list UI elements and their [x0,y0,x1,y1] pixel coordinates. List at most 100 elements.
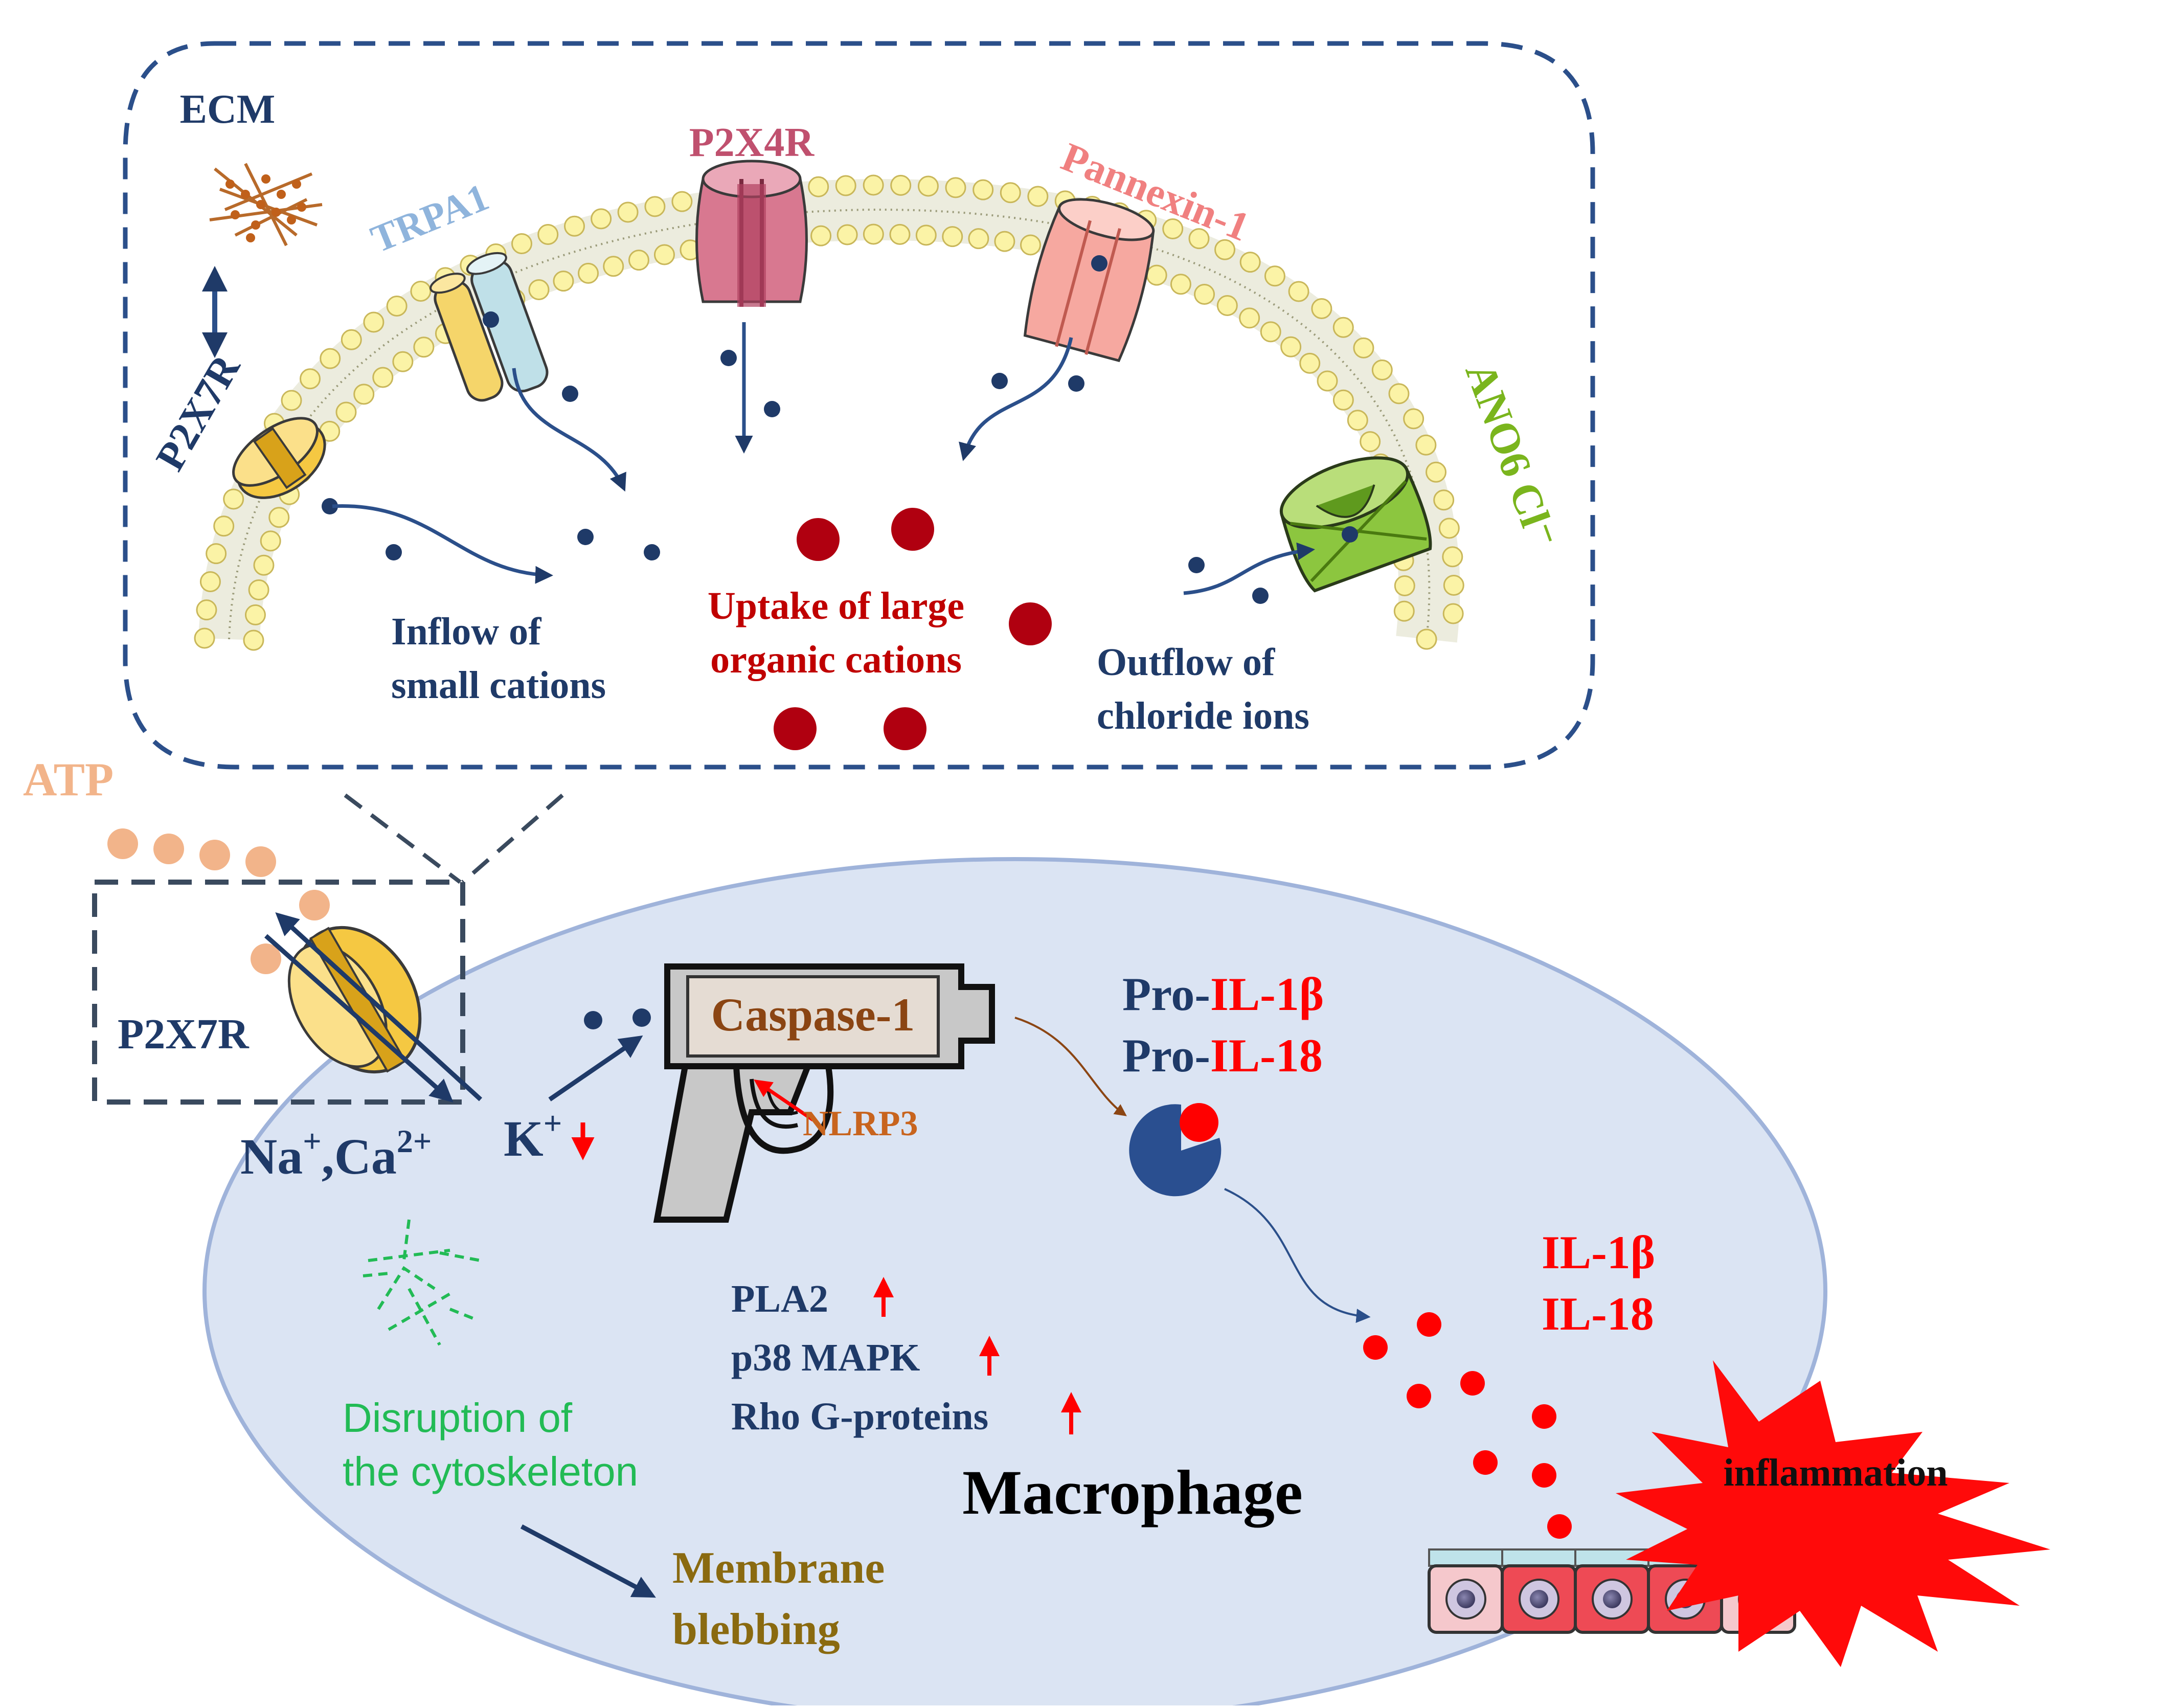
lipid-head [1280,336,1302,357]
ion-dot [991,373,1008,389]
lipid-head [353,384,375,405]
ion-dot [1342,526,1358,543]
inflammation-burst-icon [1616,1360,2050,1667]
rho-label: Rho G-proteins [731,1395,988,1438]
ecm-fibers-icon [209,163,323,246]
lipid-head [300,368,321,390]
lipid-head [1415,434,1437,456]
lipid-head [628,250,649,271]
atp-entry-arrow [275,912,483,1102]
cytokine-dot [1407,1384,1431,1408]
lipid-head [973,179,994,200]
lipid-head [1239,307,1260,329]
atp-dot [199,840,230,870]
lipid-head [1000,182,1021,204]
na-text: Na [240,1128,303,1185]
cytokine-dot [1417,1312,1441,1337]
lipid-head [1216,295,1238,316]
ecm-label: ECM [180,87,276,132]
secretion-arrow [1224,1188,1371,1323]
p2x7r-main-label: P2X7R [118,1010,250,1058]
lipid-head [1288,281,1309,302]
ion-dot [632,1008,651,1027]
lipid-head [196,599,217,621]
uptake-label-line2: organic cations [710,638,962,681]
lipid-head [578,262,599,284]
lipid-head [835,175,856,196]
ion-dot [1252,588,1269,604]
lipid-head [537,223,559,245]
lipid-head [1146,264,1167,286]
lipid-head [564,215,585,237]
lipid-head [511,233,532,254]
uptake-label-line1: Uptake of large [708,585,964,627]
lipid-head [386,295,408,317]
lipid-head [206,543,227,565]
atp-dot [107,828,138,859]
atp-label: ATP [23,753,114,805]
cytokine-dot [1532,1463,1556,1488]
cytokine-dot [1532,1404,1556,1429]
lipid-head [1170,274,1191,295]
lipid-head [1311,298,1332,320]
k-to-caspase-arrow [548,1035,643,1102]
lipid-head [1394,575,1415,597]
lipid-head [1371,359,1393,381]
pro-il1b-label: Pro-IL-1β [1122,968,1324,1020]
nucleolus [1457,1590,1475,1608]
lipid-head [1188,228,1210,250]
lipid-head [194,627,215,649]
lipid-head [994,231,1015,252]
k-superscript: + [544,1105,562,1141]
epithelial-cell [1574,1548,1650,1634]
lipid-head [836,224,858,245]
lipid-head [1393,600,1415,622]
lipid-head [1162,218,1184,239]
p2x4r-channel [695,160,808,307]
nlrp3-label: NLRP3 [803,1104,918,1143]
lipid-head [1442,603,1464,624]
lipid-head [413,336,435,358]
lipid-head [1438,518,1460,539]
cytokine-dot [1473,1450,1498,1475]
cleaved-protein-icon [1129,1104,1222,1197]
lipid-head [1360,431,1381,453]
lipid-head [1214,239,1236,260]
lipid-head [591,208,612,230]
lipid-head [268,507,290,528]
lipid-head [890,174,912,196]
p2x7r-highlight-box [92,880,465,1105]
lipid-head [603,256,624,277]
outflow-label-line1: Outflow of [1097,641,1276,684]
p2x7r-top-label: P2X7R [147,347,249,478]
lipid-head [1260,321,1281,343]
outflow-label-line2: chloride ions [1097,694,1309,737]
caspase-cleavage-arrow [1014,1017,1127,1116]
lipid-head [1194,283,1215,305]
il1b-text: IL-1β [1210,968,1324,1020]
lipid-head [863,174,884,196]
nucleolus [1603,1590,1621,1608]
lipid-head [1426,461,1447,483]
lipid-head [199,571,221,592]
cytokine-dot [1547,1514,1572,1539]
lipid-head [1317,370,1338,392]
lipid-head [1353,337,1374,358]
pro-prefix: Pro- [1122,1029,1210,1082]
lipid-head [917,175,939,197]
lipid-head [617,201,639,223]
ca-text: ,Ca [322,1128,397,1185]
atp-dot [251,943,281,974]
lipid-head [392,351,414,372]
p2x4r-label: P2X4R [689,120,815,165]
mature-cytokine-dot [1180,1103,1218,1142]
disruption-label-line2: the cytoskeleton [343,1449,638,1494]
uptake-arrow-pannexin [959,337,1073,461]
atp-dot [153,834,184,864]
lipid-head [945,177,966,198]
k-text: K [504,1110,544,1167]
na-superscript: + [303,1123,321,1159]
lipid-head [553,271,574,292]
lipid-head [1403,408,1424,430]
